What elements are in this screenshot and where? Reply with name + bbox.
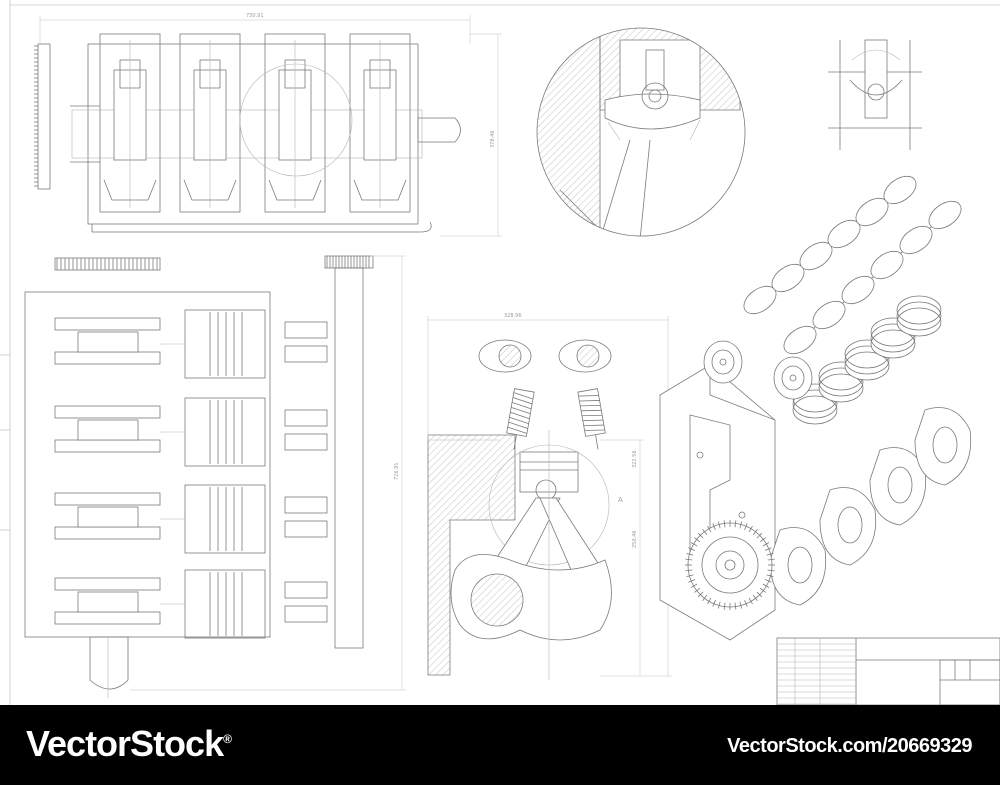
plan-piston-2 [184, 397, 266, 467]
top-view-crankshaft [34, 33, 461, 233]
iso-crank-throw-2 [819, 487, 877, 566]
cam-pulley-right [773, 356, 813, 400]
cam-pulley-left [703, 340, 743, 384]
valve-spring-2 [577, 388, 606, 450]
plan-piston-4 [184, 569, 266, 639]
iso-crank-throw-3 [869, 447, 927, 526]
plan-view-engine-block [24, 255, 374, 698]
plan-journal-4 [54, 577, 161, 591]
blueprint-sheet: 730.91 378.46 [0, 0, 1000, 705]
top-cylinder-3 [264, 33, 326, 213]
plan-journal-1 [54, 317, 161, 331]
dim-plan-height: 726.91 [394, 463, 400, 481]
top-height-dimension: 378.46 [440, 33, 502, 237]
small-detail-view [828, 39, 922, 150]
top-cylinder-1 [99, 33, 161, 213]
sheet-frame [0, 0, 1000, 705]
plan-journal-3 [54, 492, 161, 506]
section-marker-label: A [618, 496, 623, 504]
plan-height-dimension: 726.91 [130, 255, 406, 691]
image-credit: VectorStock.com/20669329 [727, 735, 972, 757]
iso-crank-throw-1 [769, 527, 827, 606]
plan-piston-3 [184, 484, 266, 554]
vectorstock-logo: VectorStock® [26, 723, 232, 765]
dim-section-width: 328.96 [504, 313, 522, 319]
dim-top-height: 378.46 [490, 131, 496, 149]
top-cylinder-4 [349, 33, 411, 213]
plan-piston-1 [184, 309, 266, 379]
valve-spring-1 [506, 388, 535, 450]
piston-detail-view [536, 27, 746, 237]
camshaft-lobe-left [478, 339, 532, 373]
camshaft-lobe-right [558, 339, 612, 373]
title-block [776, 637, 1000, 705]
registered-mark: ® [223, 732, 232, 746]
watermark-banner: VectorStock® VectorStock.com/20669329 [0, 705, 1000, 785]
dim-section-height-2: 250.46 [632, 531, 638, 549]
isometric-engine-view [659, 175, 972, 641]
dim-section-height-1: 322.56 [632, 451, 638, 469]
flywheel-gear [685, 520, 775, 610]
dim-top-width: 730.91 [246, 13, 264, 19]
brand-name: VectorStock [26, 723, 224, 764]
iso-crank-throw-4 [914, 407, 972, 486]
plan-journal-2 [54, 405, 161, 419]
engine-drawing: 730.91 378.46 [0, 0, 1000, 705]
section-view-piston-rod [427, 339, 612, 680]
top-width-dimension: 730.91 [39, 13, 471, 44]
